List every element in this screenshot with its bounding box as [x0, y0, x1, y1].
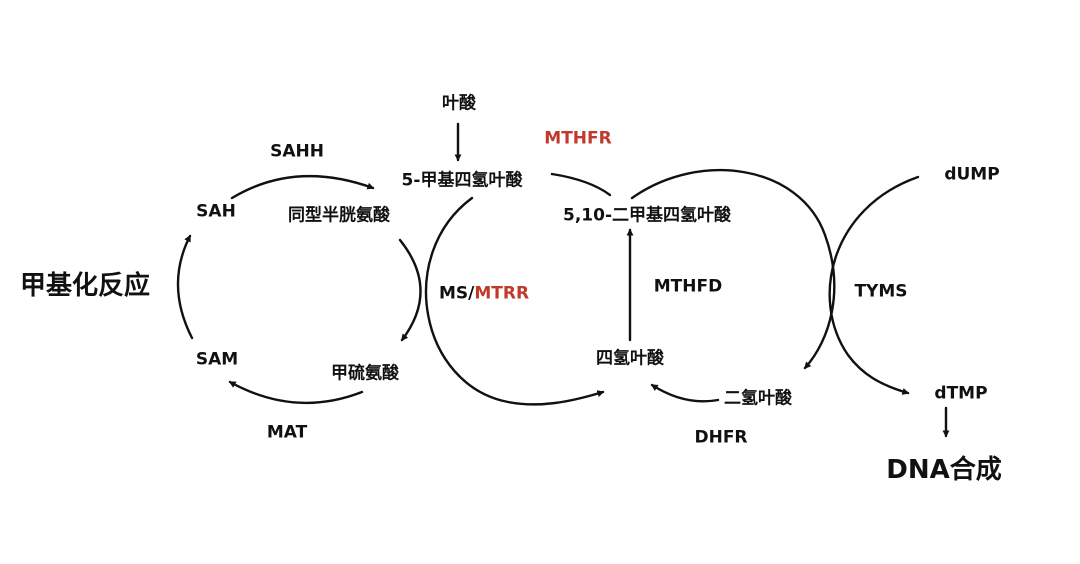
- enzyme-mthfr: MTHFR: [544, 128, 612, 149]
- arc-methyl-thf-top: [550, 172, 612, 197]
- enzyme-mthfd: MTHFD: [653, 276, 723, 297]
- methionine-label: 甲硫氨酸: [331, 363, 399, 384]
- methylene-thf-label: 5,10-二甲基四氢叶酸: [563, 205, 731, 226]
- enzyme-dhfr: DHFR: [694, 427, 748, 448]
- dtmp-label: dTMP: [934, 383, 988, 404]
- dna-synthesis-label: DNA合成: [886, 455, 1002, 485]
- arc-methylene-thf-right: [630, 168, 836, 370]
- arrow-dump-to-dtmp: [828, 175, 920, 395]
- dhf-label: 二氢叶酸: [724, 388, 792, 409]
- enzyme-ms-mtrr: MS/MTRR: [438, 283, 530, 304]
- enzyme-tyms: TYMS: [854, 281, 908, 302]
- arrow-methionine-to-sam: [228, 380, 364, 405]
- enzyme-sahh: SAHH: [270, 141, 324, 162]
- arrow-methyl-thf-to-thf: [424, 196, 605, 406]
- dump-label: dUMP: [944, 164, 1000, 185]
- arrow-sah-to-homocysteine: [230, 175, 375, 200]
- homocysteine-label: 同型半胱氨酸: [288, 205, 390, 226]
- arrow-homocysteine-to-methionine: [398, 238, 422, 342]
- thf-label: 四氢叶酸: [596, 348, 664, 369]
- methyl-thf-label: 5-甲基四氢叶酸: [401, 170, 523, 191]
- enzyme-mtrr: MTRR: [474, 283, 530, 304]
- enzyme-ms: MS/: [438, 283, 475, 304]
- arrow-sam-to-sah: [176, 234, 194, 340]
- sah-label: SAH: [196, 201, 236, 222]
- enzyme-mat: MAT: [266, 422, 308, 443]
- sam-label: SAM: [195, 349, 239, 370]
- arrow-dhf-to-thf: [650, 383, 720, 403]
- methylation-reaction-title: 甲基化反应: [19, 271, 151, 301]
- folic-acid-label: 叶酸: [442, 93, 476, 114]
